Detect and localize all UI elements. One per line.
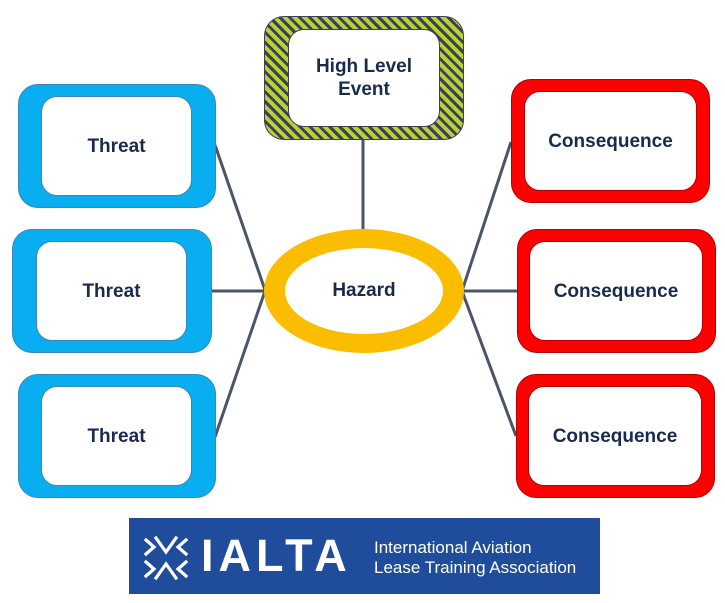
- ialta-logo-name: IALTA: [201, 530, 352, 581]
- threat-1-box: Threat: [41, 96, 192, 196]
- ialta-logo-tagline: International Aviation Lease Training As…: [374, 538, 576, 578]
- consequence-2-label: Consequence: [553, 280, 679, 302]
- ialta-logo-banner: IALTA International Aviation Lease Train…: [129, 518, 600, 594]
- threat-3-label: Threat: [87, 425, 146, 447]
- hazard-label: Hazard: [332, 280, 396, 301]
- ialta-tagline-line-2: Lease Training Association: [374, 558, 577, 577]
- threat-3-box: Threat: [41, 386, 192, 486]
- threat-2-label: Threat: [82, 280, 141, 302]
- high-level-event-label: High Level Event: [315, 56, 413, 100]
- consequence-3-box: Consequence: [528, 386, 702, 486]
- ialta-tagline-line-1: International Aviation: [374, 538, 532, 557]
- threat-2-box: Threat: [36, 241, 187, 341]
- consequence-1-box: Consequence: [524, 91, 697, 191]
- threat-1-label: Threat: [87, 135, 146, 157]
- connector-threat-1: [213, 144, 267, 291]
- consequence-1-label: Consequence: [548, 130, 673, 152]
- connector-consequence-3: [460, 290, 518, 437]
- high-level-event-box: High Level Event: [288, 29, 440, 127]
- ialta-mark-icon: [144, 536, 188, 580]
- consequence-3-label: Consequence: [552, 425, 678, 447]
- connector-consequence-1: [460, 141, 513, 292]
- connector-threat-3: [213, 290, 267, 438]
- consequence-2-box: Consequence: [529, 241, 703, 341]
- hazard-node: Hazard: [285, 248, 443, 334]
